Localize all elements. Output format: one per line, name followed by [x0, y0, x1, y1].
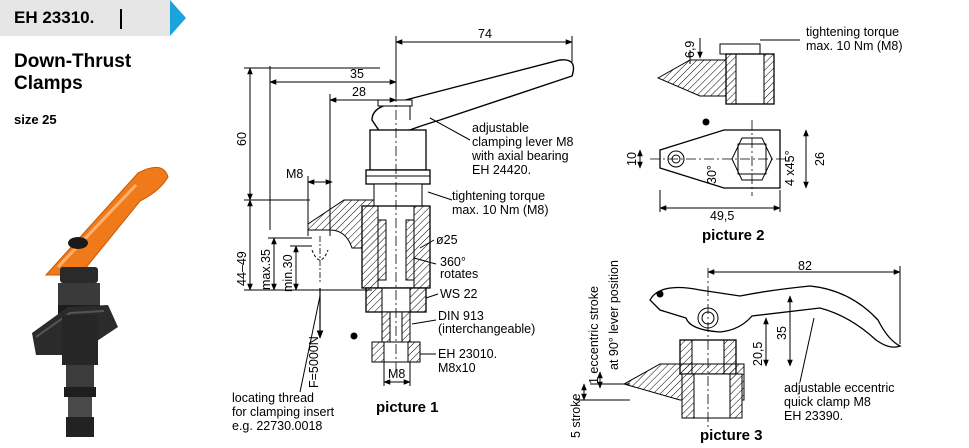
locating-2: for clamping insert [232, 405, 335, 419]
dim-26: 26 [813, 152, 827, 166]
torque-2: max. 10 Nm (M8) [452, 203, 549, 217]
eccentric-1: 1 eccentric stroke [587, 286, 601, 384]
picture-2-labels: tightening torque max. 10 Nm (M8) 6,9 10… [625, 25, 903, 244]
lever-note-2: clamping lever M8 [472, 135, 573, 149]
product-code: EH 23310. [14, 8, 95, 27]
rotates-1: 360° [440, 255, 466, 269]
force-label: F=5000N [307, 336, 321, 388]
eh-1: EH 23010. [438, 347, 497, 361]
dim-44-49: 44–49 [235, 251, 249, 286]
dim-35-pic3: 35 [775, 326, 789, 340]
arrow-right-icon [170, 0, 186, 36]
dim-m8-bottom: M8 [388, 367, 405, 381]
caption-picture-2: picture 2 [702, 227, 765, 244]
dim-20-5: 20,5 [751, 342, 765, 366]
locating-1: locating thread [232, 391, 314, 405]
dim-30deg: 30° [705, 165, 719, 184]
product-title: Down-Thrust Clamps [14, 51, 174, 95]
din-1: DIN 913 [438, 309, 484, 323]
rotates-2: rotates [440, 267, 478, 281]
product-code-header: EH 23310. [0, 0, 170, 36]
picture-3-drawing [576, 266, 902, 430]
din-2: (interchangeable) [438, 322, 535, 336]
picture-2-drawing [637, 38, 809, 212]
eccentric-2: at 90° lever position [607, 260, 621, 370]
product-size: size 25 [14, 112, 57, 127]
dim-74: 74 [478, 27, 492, 41]
torque-1: tightening torque [452, 189, 545, 203]
product-sidebar: EH 23310. Down-Thrust Clamps size 25 [0, 0, 190, 448]
eh-2: M8x10 [438, 361, 476, 375]
dim-82: 82 [798, 259, 812, 273]
picture-1-drawing [244, 36, 575, 393]
dim-4x45: 4 x45° [783, 150, 797, 186]
text-cursor [120, 9, 122, 29]
caption-picture-3: picture 3 [700, 427, 763, 444]
pic2-torque-2: max. 10 Nm (M8) [806, 39, 903, 53]
picture-3-labels: 82 1 eccentric stroke at 90° lever posit… [569, 259, 894, 444]
dim-60: 60 [235, 132, 249, 146]
dim-10: 10 [625, 152, 639, 166]
quick-1: adjustable eccentric [784, 381, 894, 395]
lever-note-4: EH 24420. [472, 163, 531, 177]
dim-min30: min.30 [281, 254, 295, 292]
pic2-torque-1: tightening torque [806, 25, 899, 39]
lever-note-1: adjustable [472, 121, 529, 135]
picture-1-labels: 74 35 28 60 M8 44–49 max.35 min.30 M8 ad… [232, 27, 573, 433]
lever-note-3: with axial bearing [471, 149, 569, 163]
dim-35: 35 [350, 67, 364, 81]
dim-max35: max.35 [259, 249, 273, 290]
stroke-5: 5 stroke [569, 393, 583, 438]
caption-picture-1: picture 1 [376, 399, 439, 416]
ws-label: WS 22 [440, 287, 478, 301]
dim-28: 28 [352, 85, 366, 99]
dim-49-5: 49,5 [710, 209, 734, 223]
dim-m8: M8 [286, 167, 303, 181]
dim-6-9: 6,9 [683, 41, 697, 58]
dim-dia: ø25 [436, 233, 458, 247]
locating-3: e.g. 22730.0018 [232, 419, 322, 433]
product-title-line1: Down-Thrust [14, 51, 132, 72]
quick-3: EH 23390. [784, 409, 843, 423]
product-photo [32, 166, 169, 437]
product-title-line2: Clamps [14, 73, 83, 94]
quick-2: quick clamp M8 [784, 395, 871, 409]
